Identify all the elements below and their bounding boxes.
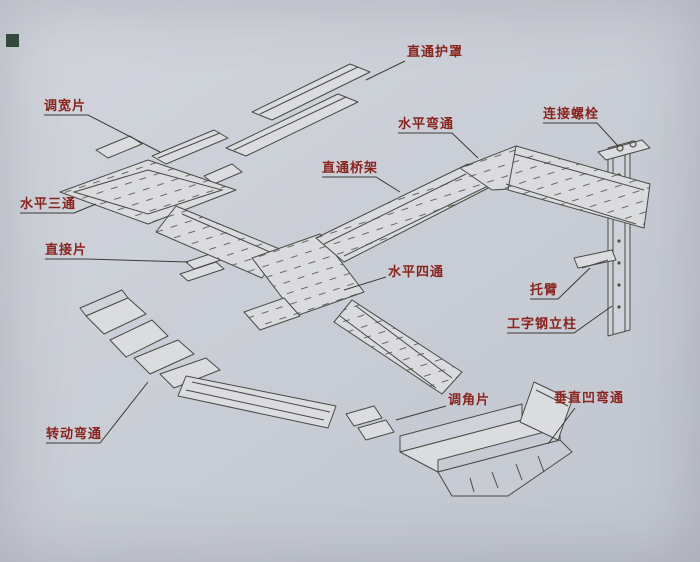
bend-upturn-rim — [535, 389, 569, 407]
width-piece — [151, 129, 229, 165]
tee-floor — [59, 159, 237, 225]
curve-segment — [133, 339, 195, 375]
tray-rail-line — [343, 185, 489, 257]
tray-run-se — [507, 145, 651, 229]
leader-horizontal-cross — [343, 276, 387, 291]
leader-horizontal-bend — [398, 132, 479, 159]
direct-strip — [179, 261, 225, 282]
curve-segment — [109, 319, 169, 358]
underside-rib — [469, 477, 475, 493]
curve-straight-segment — [177, 375, 337, 429]
label-vertical-concave-bend: 垂直凹弯通 — [554, 391, 625, 406]
tray-rail-line — [191, 381, 331, 413]
horizontal-tee-part — [59, 159, 237, 225]
leader-i-beam-column — [507, 305, 613, 334]
leader-direct-piece — [45, 258, 189, 263]
label-direct-piece: 直接片 — [45, 243, 88, 258]
underside-rib — [537, 455, 545, 473]
rotating-bend-part — [79, 289, 337, 429]
angle-adjust-parts — [345, 405, 395, 441]
label-rotating-bend: 转动弯通 — [46, 427, 103, 442]
leader-lines — [20, 60, 619, 445]
label-width-adjust-piece: 调宽片 — [44, 99, 87, 114]
column-top-cap — [597, 139, 651, 161]
column-hole — [617, 283, 621, 287]
label-horizontal-cross: 水平四通 — [388, 265, 445, 280]
leader-vertical-bend — [547, 407, 576, 445]
curve-segment — [159, 357, 221, 389]
label-horizontal-tee: 水平三通 — [20, 197, 77, 212]
tray-rail-line — [339, 315, 437, 389]
cover-fold-line — [259, 66, 359, 115]
leader-support-arm — [530, 267, 591, 300]
tray-rail-line — [505, 183, 637, 225]
column-hole — [617, 239, 621, 243]
leader-width-adjust — [44, 114, 161, 153]
label-angle-adjust-piece: 调角片 — [448, 393, 491, 408]
width-adjust-parts — [95, 129, 243, 185]
curve-segment — [85, 297, 147, 335]
main-tray-run — [155, 145, 651, 395]
label-support-arm: 托臂 — [530, 283, 559, 298]
support-arm-brace — [581, 259, 609, 269]
underside-rib — [515, 463, 523, 481]
leader-straight-tray — [322, 176, 401, 193]
label-straight-cover: 直通护罩 — [407, 45, 464, 60]
tray-run-nw — [155, 205, 283, 279]
tray-rail-line — [355, 305, 453, 379]
cover-plate-bottom — [225, 93, 359, 157]
cross-floor — [251, 233, 365, 317]
leader-straight-cover — [365, 60, 406, 81]
connecting-bolt-head — [616, 144, 624, 152]
tray-rail-line — [185, 389, 325, 421]
tray-rail-line — [323, 173, 467, 245]
leader-horizontal-tee — [20, 203, 97, 214]
cover-plate-top — [251, 63, 371, 121]
width-piece — [95, 135, 143, 159]
connecting-bolt-head — [629, 140, 637, 148]
label-horizontal-bend: 水平弯通 — [398, 117, 455, 132]
vertical-concave-bend-part — [399, 381, 573, 497]
leader-rotating-bend — [46, 381, 149, 444]
label-connecting-bolt: 连接螺栓 — [543, 107, 600, 122]
straight-cover-parts — [225, 63, 371, 157]
underside-rib — [491, 471, 499, 489]
tee-rim — [72, 169, 224, 215]
cross-branch-sw — [243, 297, 301, 331]
support-arm-part — [573, 249, 617, 269]
label-straight-tray: 直通桥架 — [322, 161, 379, 176]
width-piece-line — [157, 132, 221, 159]
cover-fold-line — [233, 96, 347, 151]
angle-piece — [345, 405, 383, 427]
leader-connecting-bolt — [543, 122, 619, 147]
leader-angle-adjust — [395, 405, 447, 421]
angle-piece — [357, 419, 395, 441]
tray-rail-line — [513, 153, 645, 191]
straight-tray-run — [315, 163, 497, 263]
column-hole — [617, 305, 621, 309]
label-i-beam-column: 工字钢立柱 — [507, 317, 578, 332]
bend-upturn-end — [519, 381, 573, 441]
tray-branch-se — [333, 299, 463, 395]
column-hole — [617, 261, 621, 265]
corner-mark — [6, 34, 19, 47]
tray-rail-line — [181, 213, 271, 253]
